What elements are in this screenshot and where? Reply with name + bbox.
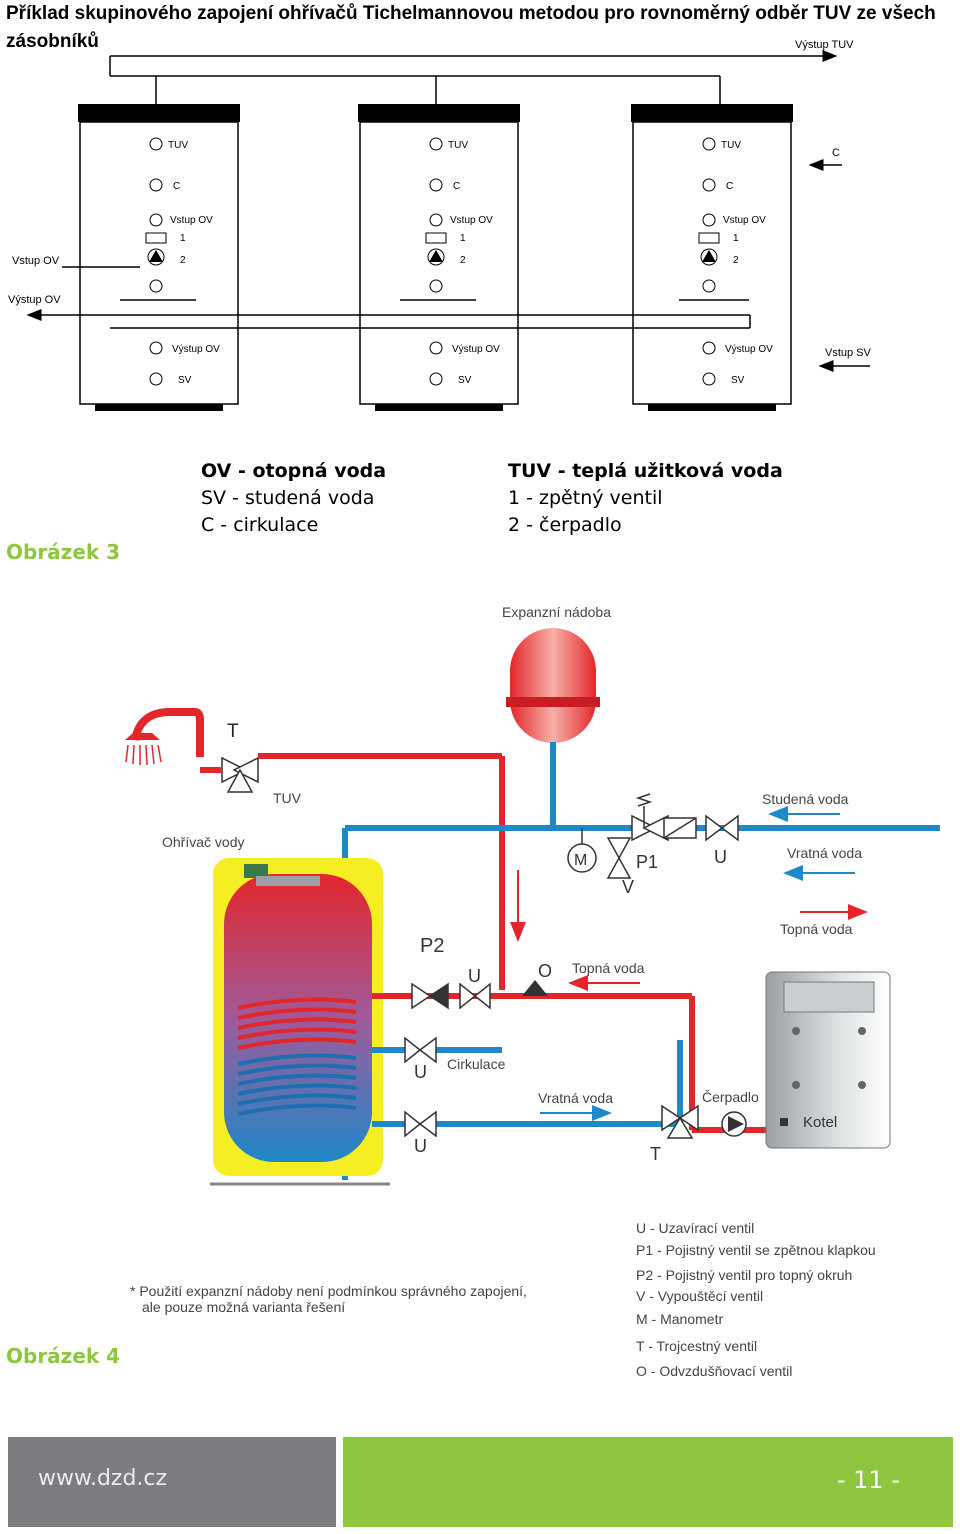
legend-2: 2 - čerpadlo: [508, 514, 622, 536]
footer-url[interactable]: www.dzd.cz: [38, 1466, 168, 1491]
svg-text:C: C: [726, 181, 733, 192]
key-item: T - Trojcestný ventil: [636, 1338, 757, 1354]
key-item: P2 - Pojistný ventil pro topný okruh: [636, 1267, 852, 1283]
note-line-1: * Použití expanzní nádoby není podmínkou…: [130, 1283, 527, 1299]
safety-valve-p1-label: P1: [636, 852, 658, 872]
symbol-key: U - Uzavírací ventil P1 - Pojistný venti…: [636, 1220, 876, 1379]
tichelmann-diagram: Výstup TUV C Vstup OV Výstup OV Vstup SV…: [8, 39, 872, 411]
svg-text:SV: SV: [178, 375, 192, 386]
three-way-valve-top-icon: [221, 756, 259, 793]
svg-text:SV: SV: [458, 375, 472, 386]
water-heater-label: Ohřívač vody: [162, 834, 244, 850]
shutoff-valve-circulation-icon: [404, 1036, 437, 1064]
figure-3-caption: Obrázek 3: [6, 540, 121, 564]
svg-text:1: 1: [460, 233, 466, 244]
expansion-vessel-label: Expanzní nádoba: [502, 604, 611, 620]
svg-text:Výstup OV: Výstup OV: [725, 344, 773, 355]
page-number: - 11 -: [836, 1466, 900, 1494]
safety-valve-p1-icon: [631, 793, 669, 842]
svg-text:TUV: TUV: [448, 140, 468, 151]
figure-4-caption: Obrázek 4: [6, 1344, 121, 1368]
svg-text:C: C: [453, 181, 460, 192]
shutoff-u-bottom-label: U: [414, 1136, 427, 1156]
three-way-valve-bottom-icon: [661, 1104, 699, 1139]
return-water-right-label: Vratná voda: [787, 845, 862, 861]
cold-water-label: Studená voda: [762, 791, 849, 807]
legend-column-2: TUV - teplá užitková voda 1 - zpětný ven…: [508, 458, 783, 539]
vstup-ov-left-label: Vstup OV: [12, 255, 60, 267]
svg-text:2: 2: [460, 255, 466, 266]
safety-valve-p2-label: P2: [420, 935, 444, 957]
shutoff-u-top-label: U: [714, 847, 727, 867]
footer-right-panel: [343, 1437, 953, 1527]
key-item: V - Vypouštěcí ventil: [636, 1288, 763, 1304]
shutoff-valve-bottom-icon: [404, 1110, 437, 1138]
key-item: U - Uzavírací ventil: [636, 1220, 754, 1236]
svg-text:TUV: TUV: [168, 140, 188, 151]
key-item: O - Odvzdušňovací ventil: [636, 1363, 792, 1379]
safety-valve-p2-icon: [411, 982, 449, 1010]
circulation-label: Cirkulace: [447, 1056, 506, 1072]
manometer-m-label: M: [574, 852, 587, 869]
svg-text:1: 1: [733, 233, 739, 244]
svg-text:Výstup OV: Výstup OV: [452, 344, 500, 355]
boiler-icon: [765, 971, 891, 1149]
legend-ov: OV - otopná voda: [201, 460, 387, 482]
vstup-sv-right-label: Vstup SV: [825, 347, 872, 359]
mixing-valve-t-bottom-label: T: [650, 1144, 661, 1164]
tank-3: TUV C Vstup OV 1 2 Výstup OV SV: [631, 104, 793, 411]
key-item: P1 - Pojistný ventil se zpětnou klapkou: [636, 1242, 876, 1258]
footer-left-panel: [8, 1437, 336, 1527]
svg-text:TUV: TUV: [721, 140, 741, 151]
pump-label: Čerpadlo: [702, 1089, 759, 1105]
svg-text:2: 2: [180, 255, 186, 266]
heater-schematic: Expanzní nádoba T TUV Studená voda M V P…: [125, 604, 940, 1379]
tuv-label: TUV: [273, 790, 302, 806]
svg-text:Vstup OV: Vstup OV: [723, 215, 766, 226]
key-item: M - Manometr: [636, 1311, 723, 1327]
vystup-ov-left-label: Výstup OV: [8, 294, 61, 306]
flow-water-right-label: Topná voda: [780, 921, 853, 937]
svg-text:2: 2: [733, 255, 739, 266]
legend-1: 1 - zpětný ventil: [508, 487, 663, 509]
svg-text:C: C: [173, 181, 180, 192]
air-vent-icon: [522, 980, 548, 996]
svg-text:SV: SV: [731, 375, 745, 386]
return-water-mid-label: Vratná voda: [538, 1090, 613, 1106]
circulation-c-label: C: [832, 147, 840, 159]
vystup-tuv-label: Výstup TUV: [795, 39, 854, 51]
boiler-label: Kotel: [803, 1114, 837, 1131]
flow-water-mid-label: Topná voda: [572, 960, 645, 976]
legend-sv: SV - studená voda: [201, 487, 375, 509]
svg-text:1: 1: [180, 233, 186, 244]
svg-text:Vstup OV: Vstup OV: [170, 215, 213, 226]
legend-tuv: TUV - teplá užitková voda: [508, 460, 783, 482]
tank-2: TUV C Vstup OV 1 2 Výstup OV SV: [358, 104, 520, 411]
tank-1: TUV C Vstup OV 1 2 Výstup OV SV: [78, 104, 240, 411]
svg-text:Vstup OV: Vstup OV: [450, 215, 493, 226]
note-line-2: ale pouze možná varianta řešení: [142, 1299, 345, 1315]
shutoff-u-circulation-label: U: [414, 1062, 427, 1082]
page-title: Příklad skupinového zapojení ohřívačů Ti…: [6, 3, 936, 52]
drain-valve-v-label: V: [622, 877, 634, 897]
legend-c: C - cirkulace: [201, 514, 319, 536]
shutoff-valve-mid-icon: [459, 982, 491, 1010]
shutoff-valve-top-icon: [705, 814, 739, 842]
shutoff-u-mid-label: U: [468, 966, 481, 986]
expansion-vessel-icon: [510, 628, 596, 743]
mixing-valve-t-top-label: T: [227, 721, 239, 742]
shower-icon: [125, 708, 204, 766]
drain-valve-icon: [606, 837, 632, 879]
svg-text:Výstup OV: Výstup OV: [172, 344, 220, 355]
air-vent-o-label: O: [538, 961, 552, 981]
legend-column-1: OV - otopná voda SV - studená voda C - c…: [201, 458, 386, 539]
